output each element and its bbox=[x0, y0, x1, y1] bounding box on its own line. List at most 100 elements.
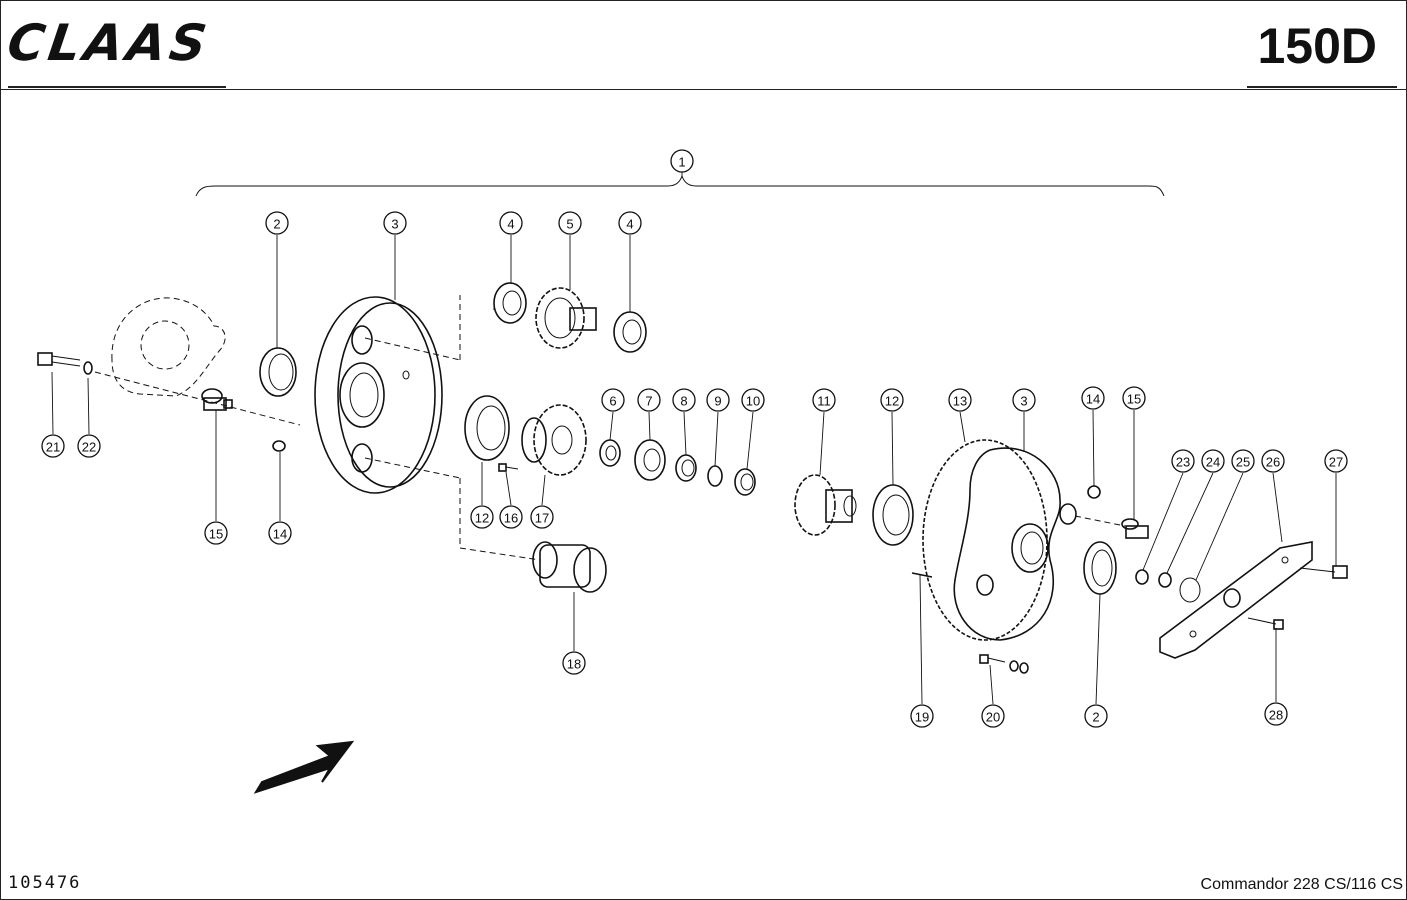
mounting-bracket-outline bbox=[111, 297, 226, 397]
axis-line bbox=[459, 547, 541, 561]
callout-1: 1 bbox=[670, 149, 694, 173]
callout-circle bbox=[1201, 449, 1225, 473]
callout-leader-line bbox=[609, 411, 614, 441]
callout-2: 2 bbox=[265, 211, 289, 235]
axis-line bbox=[364, 457, 461, 479]
housing-part-3-left bbox=[314, 296, 443, 494]
direction-arrow bbox=[253, 740, 355, 794]
bearing-part-12-left bbox=[464, 395, 510, 461]
callout-label: 4 bbox=[626, 217, 633, 232]
callout-24: 24 bbox=[1201, 449, 1225, 473]
callout-26: 26 bbox=[1261, 449, 1285, 473]
callout-8: 8 bbox=[672, 388, 696, 412]
callout-circle bbox=[383, 211, 407, 235]
callout-label: 24 bbox=[1206, 455, 1220, 470]
plug-part-14-left bbox=[272, 440, 286, 452]
callout-circle bbox=[1261, 449, 1285, 473]
breather-part-15-right bbox=[1121, 518, 1149, 539]
brand-underline bbox=[8, 86, 226, 88]
callout-label: 5 bbox=[566, 217, 573, 232]
document-number: 105476 bbox=[8, 873, 82, 893]
callout-leader-line bbox=[1095, 593, 1101, 705]
callout-label: 15 bbox=[209, 527, 223, 542]
callout-circle bbox=[268, 521, 292, 545]
callout-5: 5 bbox=[558, 211, 582, 235]
callout-circle bbox=[1264, 702, 1288, 726]
callout-19: 19 bbox=[910, 704, 934, 728]
callout-circle bbox=[601, 388, 625, 412]
callout-circle bbox=[1324, 449, 1348, 473]
axis-line bbox=[1074, 515, 1126, 527]
seal-part-2-right bbox=[1083, 541, 1117, 595]
circlip-part-9 bbox=[707, 465, 723, 487]
callout-circle bbox=[706, 388, 730, 412]
pin-part-19 bbox=[911, 572, 933, 578]
callout-leader-line bbox=[919, 574, 923, 705]
callout-21: 21 bbox=[41, 434, 65, 458]
callout-leader-line bbox=[989, 664, 994, 705]
callout-label: 2 bbox=[273, 217, 280, 232]
callout-circle bbox=[741, 388, 765, 412]
callout-label: 1 bbox=[678, 155, 685, 170]
needle-bearing-part-10 bbox=[734, 468, 756, 496]
callout-23: 23 bbox=[1171, 449, 1195, 473]
callout-label: 19 bbox=[915, 710, 929, 725]
assembly-bracket bbox=[195, 174, 1165, 197]
bearing-part-6 bbox=[599, 439, 621, 467]
callout-leader-line bbox=[959, 411, 966, 443]
callout-10: 10 bbox=[741, 388, 765, 412]
callout-20: 20 bbox=[981, 704, 1005, 728]
callout-16: 16 bbox=[499, 505, 523, 529]
section-code-underline bbox=[1247, 86, 1397, 88]
callout-22: 22 bbox=[77, 434, 101, 458]
callout-circle bbox=[530, 505, 554, 529]
callout-label: 25 bbox=[1236, 455, 1250, 470]
callout-circle bbox=[670, 149, 694, 173]
callout-4: 4 bbox=[499, 211, 523, 235]
callout-label: 12 bbox=[475, 511, 489, 526]
callout-label: 6 bbox=[609, 394, 616, 409]
callout-leader-line bbox=[505, 471, 512, 506]
callout-18: 18 bbox=[562, 651, 586, 675]
callout-17: 17 bbox=[530, 505, 554, 529]
callout-leader-line bbox=[1272, 472, 1283, 543]
callout-6: 6 bbox=[601, 388, 625, 412]
gear-part-17 bbox=[521, 404, 587, 476]
callout-leader-line bbox=[1142, 472, 1184, 571]
callout-circle bbox=[948, 388, 972, 412]
callout-circle bbox=[880, 388, 904, 412]
callout-7: 7 bbox=[637, 388, 661, 412]
bolt-part-27 bbox=[1299, 565, 1348, 579]
callout-leader-line bbox=[891, 411, 894, 486]
callout-13: 13 bbox=[948, 388, 972, 412]
bolt-part-28 bbox=[1247, 617, 1284, 630]
callout-circle bbox=[618, 211, 642, 235]
gear-part-5 bbox=[535, 287, 597, 349]
pin-part-16 bbox=[498, 463, 519, 472]
callout-leader-line bbox=[683, 411, 687, 456]
callout-leader-line bbox=[746, 411, 754, 470]
callout-15: 15 bbox=[1122, 386, 1146, 410]
callout-label: 9 bbox=[714, 394, 721, 409]
callout-label: 14 bbox=[273, 527, 287, 542]
bearing-part-12-right bbox=[872, 484, 914, 546]
callout-label: 3 bbox=[1020, 394, 1027, 409]
callout-leader-line bbox=[541, 474, 546, 506]
header-divider bbox=[1, 89, 1406, 90]
callout-label: 22 bbox=[82, 440, 96, 455]
callout-4: 4 bbox=[618, 211, 642, 235]
callout-circle bbox=[1012, 388, 1036, 412]
gear-part-11 bbox=[794, 474, 857, 536]
callout-circle bbox=[1081, 386, 1105, 410]
callout-3: 3 bbox=[1012, 388, 1036, 412]
callout-label: 20 bbox=[986, 710, 1000, 725]
callout-label: 3 bbox=[391, 217, 398, 232]
callout-circle bbox=[470, 505, 494, 529]
breather-part-15-left bbox=[201, 388, 233, 411]
callout-label: 11 bbox=[817, 394, 831, 409]
callout-circle bbox=[558, 211, 582, 235]
axis-line bbox=[94, 371, 301, 426]
callout-label: 18 bbox=[567, 657, 581, 672]
callout-circle bbox=[1084, 704, 1108, 728]
callout-leader-line bbox=[51, 371, 54, 435]
